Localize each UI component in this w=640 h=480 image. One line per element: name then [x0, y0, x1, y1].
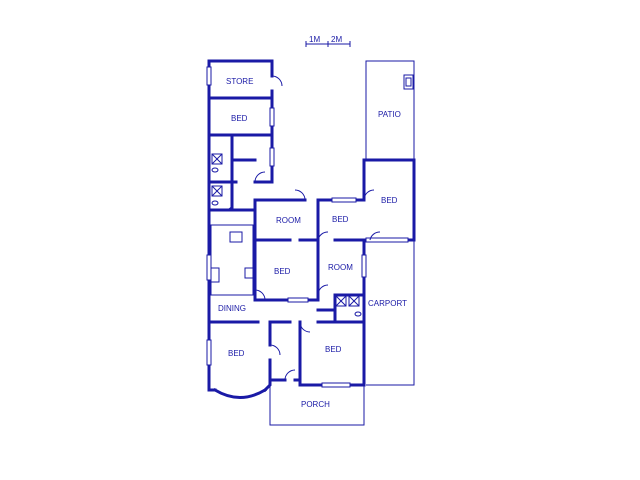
shower-icon — [211, 185, 223, 197]
toilet-icon — [354, 311, 362, 317]
doors — [224, 75, 381, 381]
toilet-icon — [211, 200, 219, 206]
room-label-dining: DINING — [218, 304, 246, 313]
room-label-bed-bottom: BED — [325, 345, 342, 354]
shower-icon — [211, 153, 223, 165]
windows — [206, 66, 409, 388]
room-label-bed-center: BED — [274, 267, 291, 276]
room-label-bed-right: BED — [381, 196, 398, 205]
room-label-room-2: ROOM — [328, 263, 353, 272]
room-label-bed-bottom-left: BED — [228, 349, 245, 358]
fireplace-icon — [403, 74, 414, 90]
room-label-porch: PORCH — [301, 400, 330, 409]
room-label-bed-mid: BED — [332, 215, 349, 224]
room-label-room-1: ROOM — [276, 216, 301, 225]
kitchen-counter — [210, 224, 254, 296]
room-labels: STORE BED PATIO ROOM BED BED BED ROOM CA… — [218, 77, 407, 409]
shower-icon — [348, 295, 360, 307]
scale-bar: 1M 2M — [305, 35, 351, 47]
fixtures — [210, 74, 414, 317]
toilet-icon — [211, 167, 219, 173]
room-label-patio: PATIO — [378, 110, 401, 119]
shower-icon — [335, 295, 347, 307]
scale-label-2m: 2M — [331, 35, 342, 44]
scale-label-1m: 1M — [309, 35, 320, 44]
stove-icon — [244, 267, 254, 279]
sink-icon — [210, 267, 220, 283]
room-label-bed-top: BED — [231, 114, 248, 123]
room-label-carport: CARPORT — [368, 299, 407, 308]
room-label-store: STORE — [226, 77, 253, 86]
